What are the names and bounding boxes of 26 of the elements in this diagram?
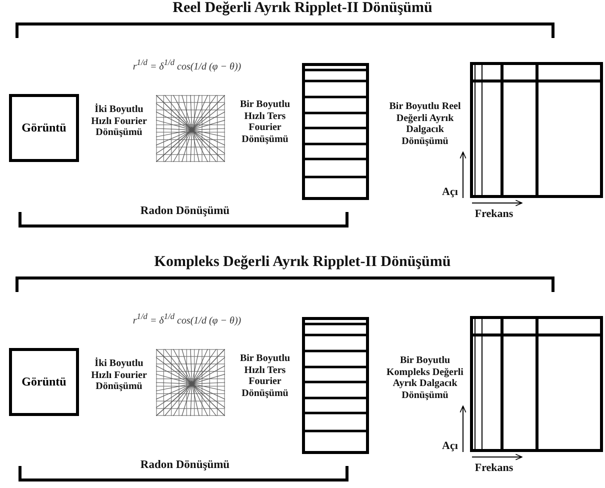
axis-label: Frekans <box>474 462 514 475</box>
step-label: Bir Boyutlu Hızlı Ters Fourier Dönüşümü <box>238 353 292 399</box>
panel-title: Reel Değerli Ayrık Ripplet-II Dönüşümü <box>172 0 434 18</box>
wavelet-matrix-drawing <box>470 62 603 198</box>
step-label: İki Boyutlu Hızlı Fourier Dönüşümü <box>90 358 148 392</box>
step-label: Bir Boyutlu Kompleks Değerli Ayrık Dalgacık Dönüşümü <box>386 355 464 401</box>
bracket-label: Radon Dönüşümü <box>139 205 231 218</box>
axis-label: Frekans <box>474 208 514 221</box>
striped-matrix-drawing <box>302 317 369 454</box>
formula: r$^{1/d}$ = δ$^{1/d}$ cos(1/d (φ − θ)) <box>132 58 242 73</box>
bracket-label: Radon Dönüşümü <box>139 459 231 472</box>
radial-grid-drawing <box>156 95 225 162</box>
radial-grid-drawing <box>156 349 225 416</box>
axis-label: Açı <box>441 440 459 453</box>
formula: r$^{1/d}$ = δ$^{1/d}$ cos(1/d (φ − θ)) <box>132 312 242 327</box>
process-box <box>9 348 79 416</box>
striped-matrix-drawing <box>302 63 369 200</box>
process-box <box>9 94 79 162</box>
step-label: Bir Boyutlu Hızlı Ters Fourier Dönüşümü <box>238 99 292 145</box>
wavelet-matrix-drawing <box>470 316 603 452</box>
step-label: İki Boyutlu Hızlı Fourier Dönüşümü <box>90 104 148 138</box>
box-label: Görüntü <box>20 374 68 390</box>
panel-title: Kompleks Değerli Ayrık Ripplet-II Dönüşümü <box>153 254 452 272</box>
box-label: Görüntü <box>20 120 68 136</box>
step-label: Bir Boyutlu Reel Değerli Ayrık Dalgacık Dönüşümü <box>388 101 462 147</box>
axis-label: Açı <box>441 186 459 199</box>
